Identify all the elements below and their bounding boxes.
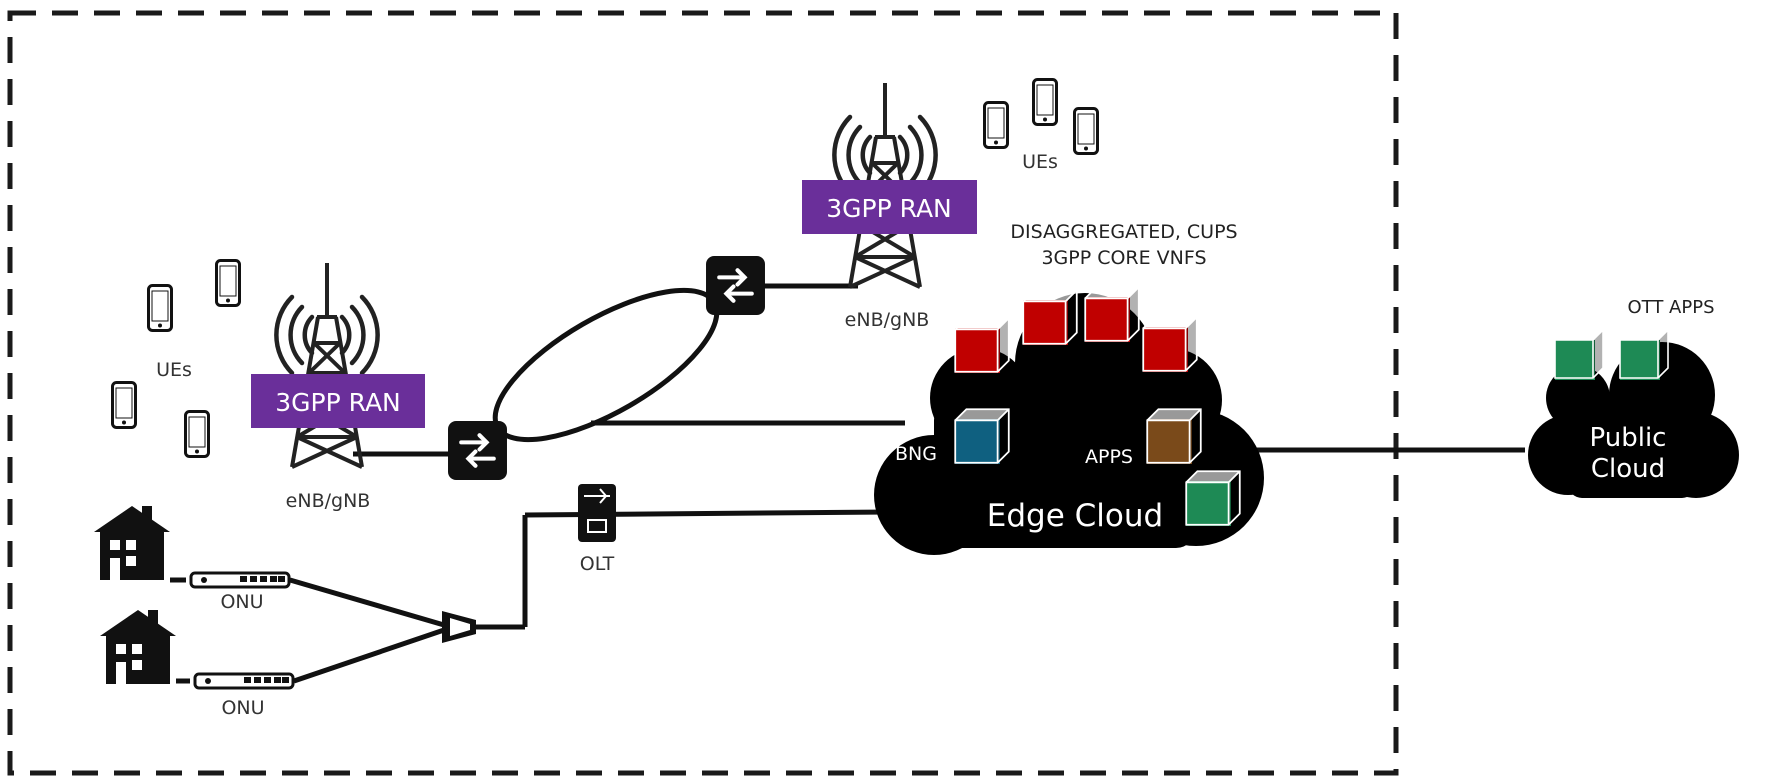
edge-cloud-title: Edge Cloud [987,498,1163,534]
ran-left: UEs 3GPP RAN eNB/gNB [111,259,425,512]
apps-label: APPS [1085,446,1133,468]
core-vnfs-label: DISAGGREGATED, CUPS [1010,221,1237,243]
switch-icon [448,421,507,480]
ran-badge [251,374,425,428]
core-vnfs-label: 3GPP CORE VNFS [1041,247,1206,269]
smartphone-icon [983,101,1009,149]
smartphone-icon [147,284,173,332]
switch-icon [706,256,765,315]
public-cloud-title: Cloud [1591,454,1665,484]
ran-top: UEs 3GPP RAN eNB/gNB [802,78,1099,331]
ues-label: UEs [1022,151,1058,173]
smartphone-icon [111,381,137,429]
onu-label: ONU [220,591,263,613]
operator-domain-boundary [7,10,1399,776]
tower-label: eNB/gNB [845,309,930,331]
public-cloud-title: Public [1590,423,1667,453]
smartphone-icon [1032,78,1058,126]
onu-icon [193,672,295,690]
home-bottom: ONU [100,610,295,719]
ues-label: UEs [156,359,192,381]
house-icon [100,610,176,684]
olt-icon [578,484,616,542]
olt: OLT [578,484,616,575]
ran-badge-label: 3GPP RAN [826,194,952,223]
ran-badge [802,180,977,234]
fiber-ring [492,287,720,443]
house-icon [94,506,170,580]
bng-label: BNG [895,443,937,465]
core-vnf-cubes [954,286,1198,373]
ran-badge-label: 3GPP RAN [275,388,401,417]
olt-label: OLT [580,553,615,575]
links [289,283,1525,684]
public-cloud: OTT APPS Public Cloud [1528,297,1739,498]
onu-icon [189,571,291,589]
smartphone-icon [1073,107,1099,155]
splitter-icon [442,611,525,643]
smartphone-icon [184,410,210,458]
home-top: ONU [94,506,291,613]
tower-label: eNB/gNB [286,490,371,512]
ott-apps-label: OTT APPS [1627,297,1714,318]
cell-tower-icon [276,263,377,467]
edge-cloud: DISAGGREGATED, CUPS 3GPP CORE VNFS BNG A… [874,221,1264,555]
onu-label: ONU [221,697,264,719]
cloud-icon [1528,342,1739,498]
smartphone-icon [215,259,241,307]
